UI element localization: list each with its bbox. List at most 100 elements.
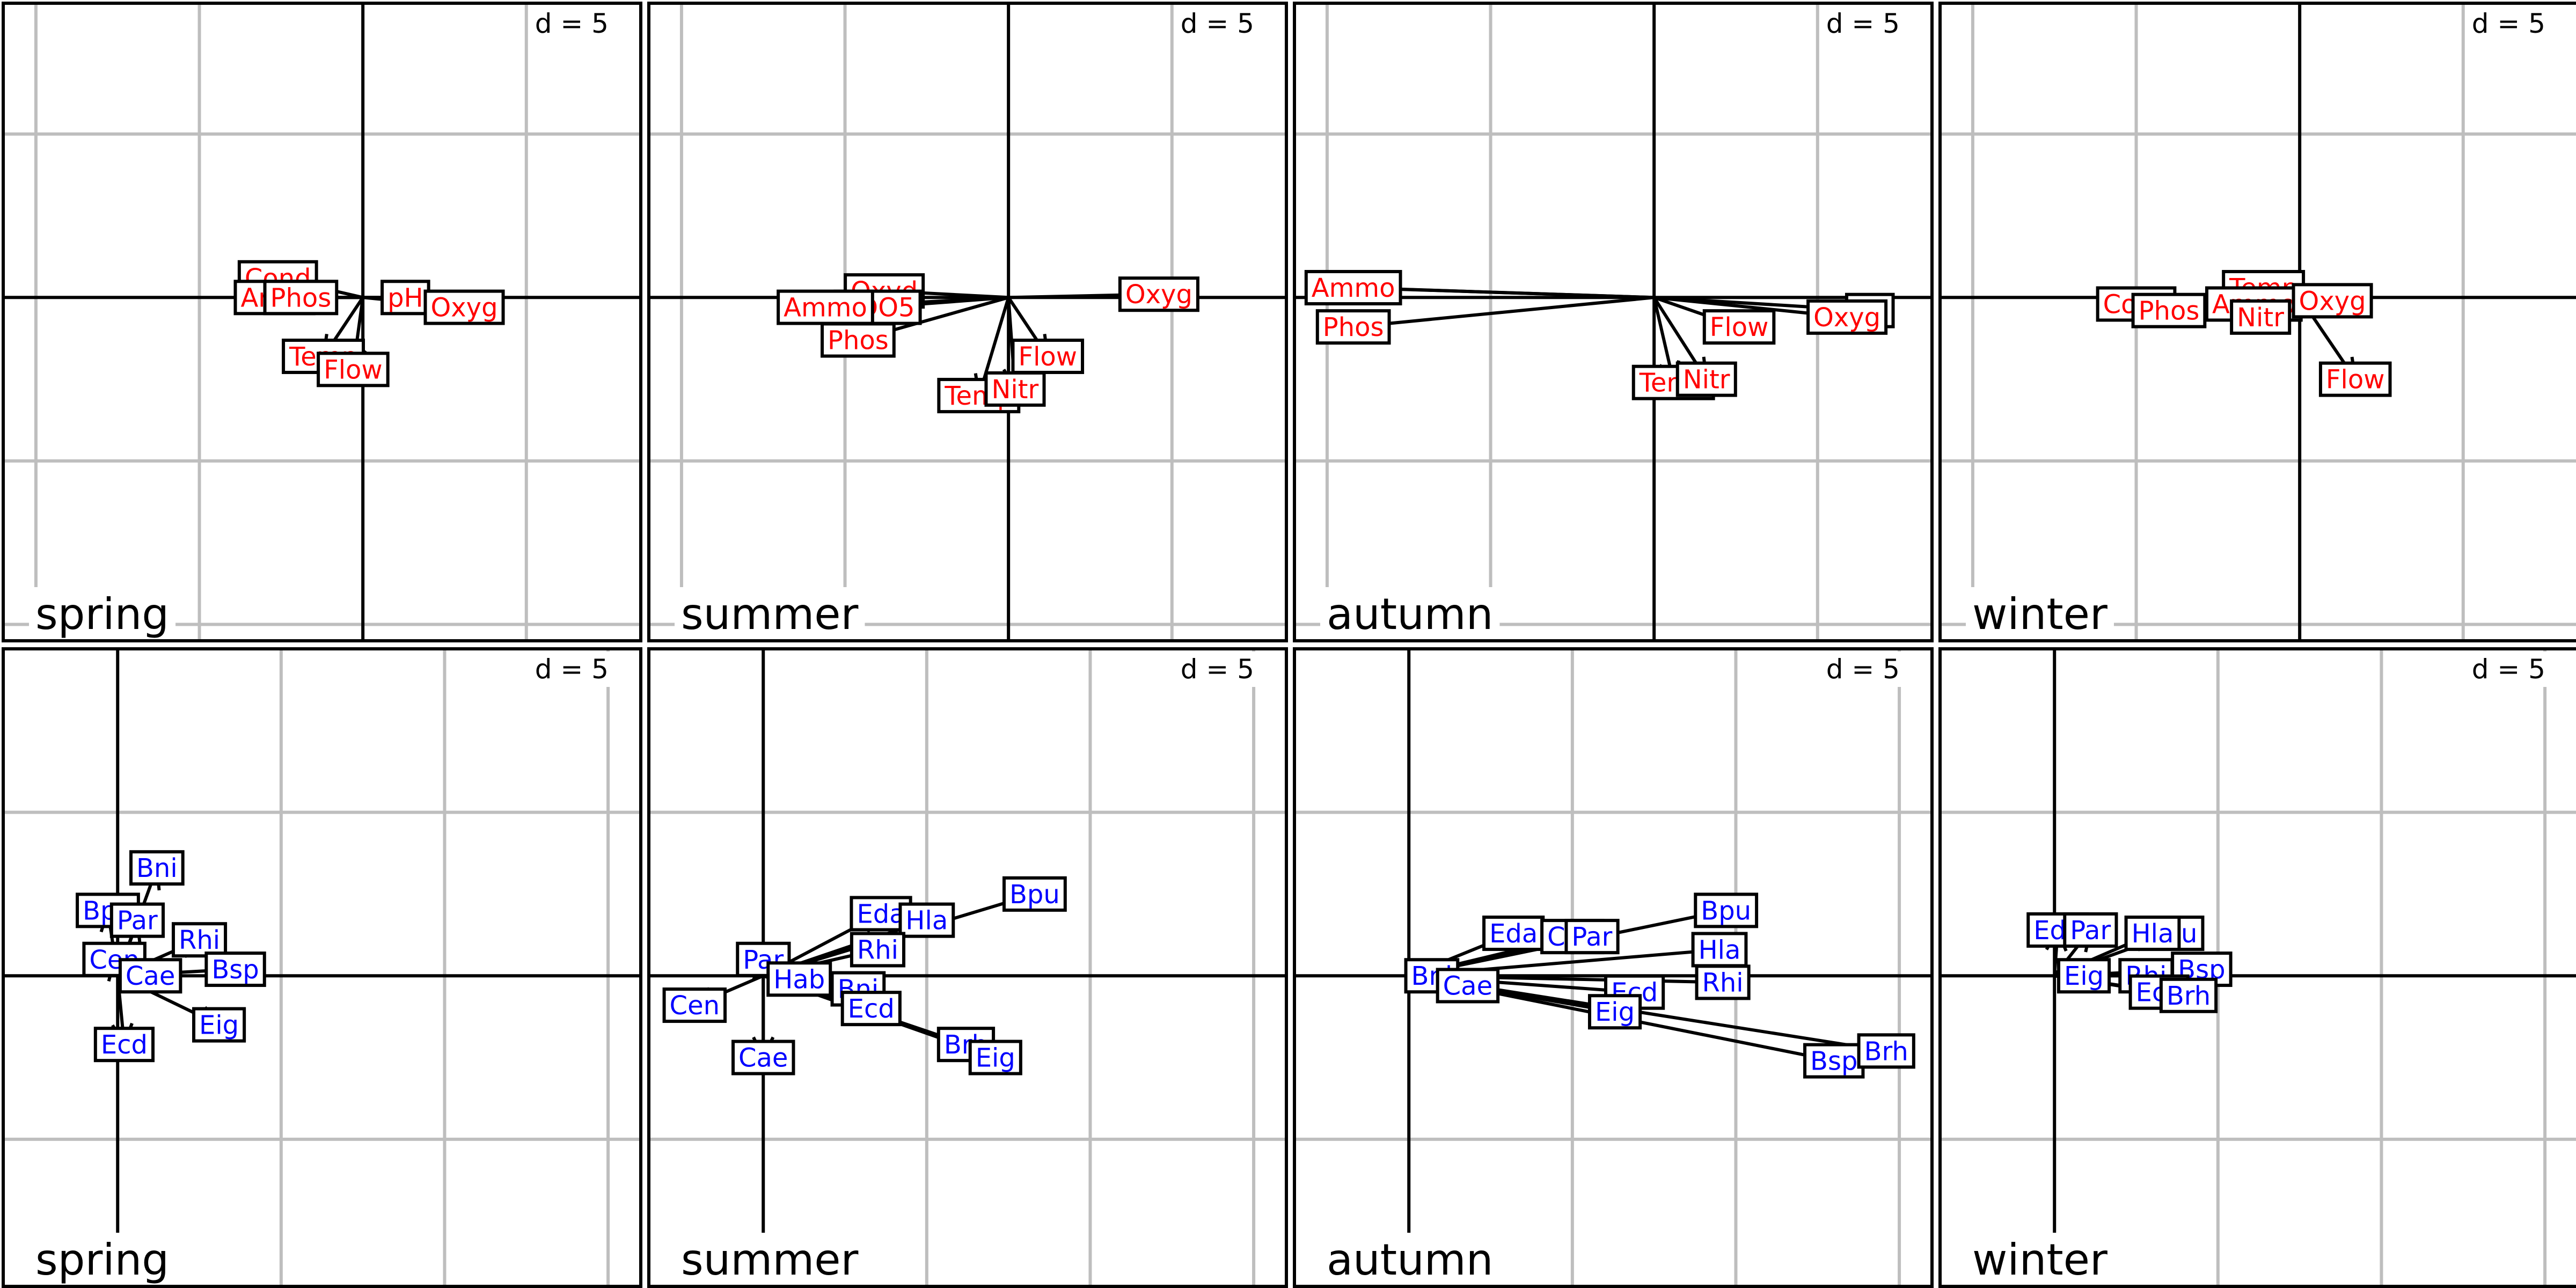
plot-area: OxydBDO5AmmoPhosOxygFlowTempNitr — [649, 3, 1286, 641]
panel-frame — [647, 647, 1288, 1288]
point-label: Brh — [2167, 981, 2211, 1011]
label-Flow: Flow — [1011, 338, 1085, 374]
label-box — [1564, 919, 1620, 955]
label-pH: pH — [380, 280, 430, 316]
plot-area: BniEdaCenParBpuHlaRhiEcdCaeEigBspBrh — [1294, 649, 1932, 1286]
label-Phos: Phos — [2131, 292, 2207, 328]
label-Phos: Phos — [263, 280, 339, 316]
panel-variables-summer: OxydBDO5AmmoPhosOxygFlowTempNitrd = 5sum… — [647, 2, 1288, 642]
label-box — [423, 289, 505, 325]
label-box — [1695, 964, 1751, 1000]
label-box — [821, 322, 896, 358]
season-label-bg — [1966, 1233, 2114, 1287]
label-box — [1118, 276, 1199, 312]
arrow-Ammo — [1353, 286, 1655, 299]
label-Oxyg: Oxyg — [2292, 283, 2373, 319]
scale-label-bg — [1175, 652, 1260, 687]
season-label-bg — [1320, 587, 1500, 641]
label-Cen: Cen — [662, 987, 727, 1023]
point-label: Bsp — [1810, 1046, 1857, 1077]
label-Eig: Eig — [1587, 994, 1642, 1030]
label-box — [1315, 309, 1391, 345]
label-box — [109, 902, 165, 938]
label-Bsp: Bsp — [204, 952, 266, 987]
label-Bsp: Bsp — [1803, 1043, 1865, 1079]
label-Flow: Flow — [1702, 309, 1776, 345]
label-box — [2124, 916, 2181, 952]
point-label: Oxyg — [1125, 280, 1192, 310]
plot-area: CondAmmPhospHOxygTempFlow — [3, 3, 641, 641]
panel-species-autumn: BniEdaCenParBpuHlaRhiEcdCaeEigBspBrhd = … — [1293, 647, 1934, 1288]
label-box — [766, 961, 832, 997]
label-Nitr: Nitr — [984, 371, 1046, 407]
point-label: Rhi — [857, 935, 898, 965]
scale-label: d = 5 — [535, 654, 609, 685]
label-box — [984, 371, 1046, 407]
scale-label-bg — [529, 6, 614, 41]
scale-label-bg — [1820, 6, 1905, 41]
label-box — [263, 280, 339, 316]
label-Cae: Cae — [731, 1040, 795, 1075]
label-box — [1304, 270, 1402, 306]
plot-area: EdaParBpuHlaRhiEigBspEcdBrh — [1940, 649, 2576, 1286]
season-label-bg — [29, 587, 176, 641]
label-Brh: Brh — [2159, 977, 2218, 1013]
label-Hla: Hla — [2124, 916, 2181, 952]
point-label: Flow — [324, 355, 383, 385]
panel-frame — [2, 2, 642, 642]
label-box — [1702, 309, 1776, 345]
label-box — [662, 987, 727, 1023]
point-label: Oxyg — [1813, 303, 1880, 333]
label-box — [731, 1040, 795, 1075]
point-label: Flow — [1018, 342, 1077, 372]
point-label: Bsp — [211, 955, 259, 985]
label-Hla: Hla — [898, 902, 955, 938]
panel-frame — [2, 647, 642, 1288]
point-label: Cae — [738, 1043, 788, 1073]
label-box — [204, 952, 266, 987]
label-Brh: Brh — [1857, 1033, 1915, 1069]
scale-label-bg — [529, 652, 614, 687]
point-label: Ammo — [1312, 273, 1395, 303]
label-Par: Par — [736, 941, 791, 977]
point-label: Phos — [1323, 312, 1384, 342]
label-Eig: Eig — [2057, 958, 2111, 994]
label-box — [968, 1040, 1022, 1075]
label-Par: Par — [2063, 912, 2118, 948]
point-label: Nitr — [2237, 303, 2284, 333]
label-box — [1587, 994, 1642, 1030]
point-label: Oxyg — [2299, 286, 2366, 316]
label-Hla: Hla — [1691, 932, 1748, 968]
scale-label: d = 5 — [1181, 654, 1254, 685]
point-label: Flow — [1710, 312, 1769, 342]
label-box — [777, 289, 874, 325]
point-label: Nitr — [991, 375, 1038, 405]
point-label: Brh — [1864, 1036, 1908, 1066]
season-label: winter — [1972, 1235, 2107, 1285]
label-Hab: Hab — [766, 961, 832, 997]
point-label: Ecd — [848, 994, 895, 1024]
point-label: Cen — [670, 991, 720, 1021]
label-Bni: Bni — [129, 850, 185, 886]
season-label-bg — [1966, 587, 2114, 641]
point-label: Hla — [1699, 935, 1741, 965]
point-label: Eig — [976, 1043, 1015, 1073]
season-label: spring — [35, 589, 169, 639]
scale-label: d = 5 — [2472, 8, 2545, 39]
label-Par: Par — [109, 902, 165, 938]
plot-area: CondAmmoPhospHOxygFlowTempNitr — [1294, 3, 1932, 641]
label-Eig: Eig — [968, 1040, 1022, 1075]
label-box — [2159, 977, 2218, 1013]
label-box — [1694, 892, 1759, 928]
label-Ammo: Ammo — [1304, 270, 1402, 306]
label-box — [171, 922, 228, 958]
label-box — [2318, 361, 2392, 397]
label-box — [192, 1007, 246, 1043]
point-label: Par — [2070, 916, 2111, 946]
label-Flow: Flow — [2318, 361, 2392, 397]
label-Nitr: Nitr — [2230, 299, 2292, 335]
point-label: Hab — [773, 964, 825, 994]
label-box — [840, 991, 902, 1027]
season-label: autumn — [1327, 1235, 1493, 1285]
